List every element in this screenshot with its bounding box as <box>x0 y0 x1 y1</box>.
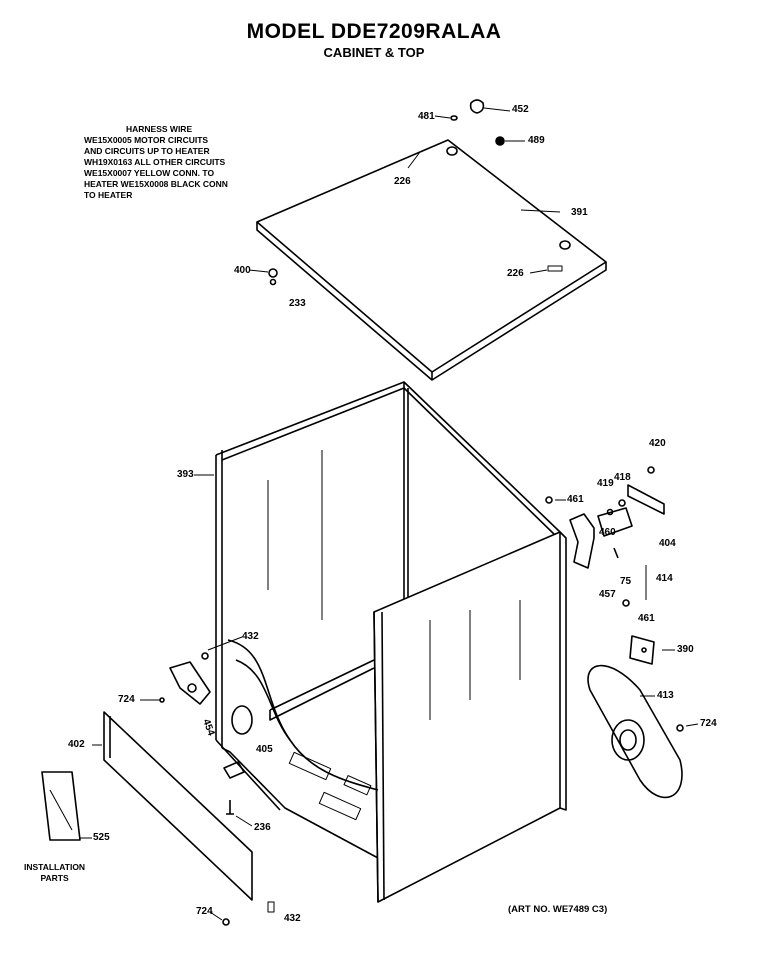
brackets <box>545 466 665 665</box>
toe-kick <box>103 711 275 926</box>
installation-parts-label: INSTALLATION PARTS <box>24 862 85 884</box>
harness-wire-note: HARNESS WIRE WE15X0005 MOTOR CIRCUITS AN… <box>84 124 228 201</box>
part-label-404: 404 <box>659 538 676 549</box>
installation-parts <box>41 771 81 841</box>
part-label-402: 402 <box>68 739 85 750</box>
door-panel <box>587 664 684 799</box>
part-label-391: 391 <box>571 207 588 218</box>
part-label-236: 236 <box>254 822 271 833</box>
part-label-724-bottom: 724 <box>196 906 213 917</box>
harness-line: TO HEATER <box>84 190 133 200</box>
part-label-432-top: 432 <box>242 631 259 642</box>
part-label-489: 489 <box>528 135 545 146</box>
part-label-460: 460 <box>599 527 616 538</box>
installation-line: PARTS <box>40 873 69 883</box>
part-label-461-top: 461 <box>567 494 584 505</box>
left-hardware <box>159 652 245 815</box>
diagram-title: MODEL DDE7209RALAA <box>246 20 502 43</box>
art-number: (ART NO. WE7489 C3) <box>508 904 608 915</box>
part-label-457: 457 <box>599 589 616 600</box>
harness-line: WH19X0163 ALL OTHER CIRCUITS <box>84 157 226 167</box>
harness-heading: HARNESS WIRE <box>126 124 193 134</box>
part-label-405: 405 <box>256 744 273 755</box>
part-label-400: 400 <box>234 265 251 276</box>
part-label-461-bottom: 461 <box>638 613 655 624</box>
part-label-390: 390 <box>677 644 694 655</box>
part-label-419: 419 <box>597 478 614 489</box>
part-label-420: 420 <box>649 438 666 449</box>
part-label-432-bottom: 432 <box>284 913 301 924</box>
part-label-226-bottom: 226 <box>507 268 524 279</box>
part-label-226-top: 226 <box>394 176 411 187</box>
harness-line: WE15X0005 MOTOR CIRCUITS <box>84 135 209 145</box>
top-panel <box>256 139 607 381</box>
part-label-233: 233 <box>289 298 306 309</box>
part-label-413: 413 <box>657 690 674 701</box>
part-label-75: 75 <box>620 576 632 587</box>
installation-line: INSTALLATION <box>24 862 86 872</box>
part-label-393: 393 <box>177 469 194 480</box>
cabinet <box>215 381 567 903</box>
diagram-subtitle: CABINET & TOP <box>323 45 425 60</box>
harness-line: HEATER WE15X0008 BLACK CONN <box>84 179 228 189</box>
top-hardware <box>268 99 505 286</box>
harness-line: AND CIRCUITS UP TO HEATER <box>84 146 210 156</box>
harness-line: WE15X0007 YELLOW CONN. TO <box>84 168 215 178</box>
leader-lines <box>80 107 699 921</box>
part-label-481: 481 <box>418 111 435 122</box>
part-label-724-left: 724 <box>118 694 135 705</box>
part-label-418: 418 <box>614 472 631 483</box>
part-label-452: 452 <box>512 104 529 115</box>
part-label-525: 525 <box>93 832 110 843</box>
part-label-724-right: 724 <box>700 718 717 729</box>
part-label-414: 414 <box>656 573 673 584</box>
